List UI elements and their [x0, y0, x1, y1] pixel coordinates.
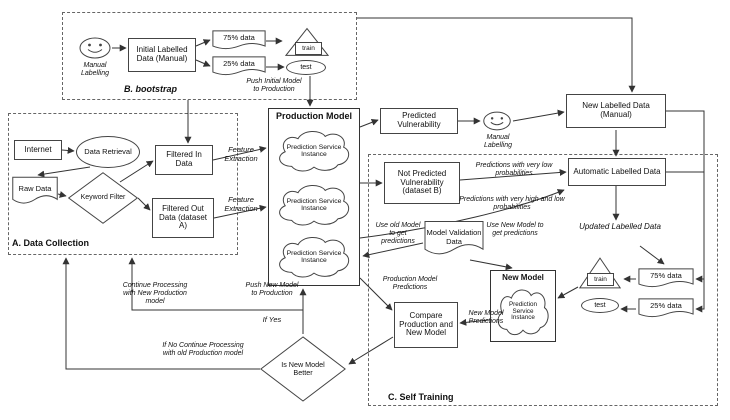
prediction-service-cloud-new: Prediction Service Instance: [494, 286, 552, 338]
manual-labelling-label-right: Manual Labelling: [483, 134, 513, 150]
is-new-model-better-decision: Is New Model Better: [260, 336, 346, 402]
train-label-bootstrap: train: [295, 42, 322, 55]
is-new-model-better-label: Is New Model Better: [281, 360, 325, 377]
test-ellipse-bootstrap: test: [286, 60, 326, 75]
section-self-training-title: C. Self Training: [388, 392, 454, 402]
predictions-high-low-label: Predictions with very high and low proba…: [459, 196, 565, 212]
predictions-low-label: Predictions with very low probabilities: [475, 162, 553, 178]
updated-labelled-data-label: Updated Labelled Data: [579, 222, 661, 231]
if-yes-label: If Yes: [262, 315, 282, 324]
new-model-title: New Model: [502, 273, 544, 282]
production-model-predictions-label: Production Model Predictions: [382, 276, 438, 292]
prediction-service-label-3: Prediction Service Instance: [286, 249, 342, 264]
raw-data-label: Raw Data: [18, 184, 52, 194]
not-predicted-vulnerability-node: Not Predicted Vulnerability (dataset B): [384, 162, 460, 204]
prediction-service-label-2: Prediction Service Instance: [286, 197, 342, 212]
arrow-labelling-to-new-labelled: [512, 109, 565, 122]
keyword-filter-label: Keyword Filter: [80, 194, 126, 202]
data-25-doc-bootstrap: 25% data: [212, 56, 266, 78]
manual-labelling-smiley-icon: [78, 36, 112, 60]
arrow-bootstrap-to-new-labelled: [357, 17, 636, 93]
feature-extraction-out-label: Feature Extraction: [224, 195, 258, 213]
feature-extraction-in-label: Feature Extraction: [224, 145, 258, 163]
train-triangle-right: train: [578, 256, 622, 290]
model-validation-data-doc: Model Validation Data: [424, 220, 484, 260]
section-bootstrap-title: B. bootstrap: [124, 84, 177, 94]
filtered-in-data-node: Filtered In Data: [155, 145, 213, 175]
push-new-model-label: Push New Model to Production: [245, 282, 299, 298]
data-retrieval-node: Data Retrieval: [76, 136, 140, 168]
initial-labelled-data-node: Initial Labelled Data (Manual): [128, 38, 196, 72]
prediction-service-cloud-3: Prediction Service Instance: [274, 234, 354, 280]
section-data-collection-title: A. Data Collection: [12, 238, 90, 248]
production-model-title: Production Model: [276, 111, 352, 121]
filtered-out-data-node: Filtered Out Data (dataset A): [152, 198, 214, 238]
if-no-continue-old-label: If No Continue Processing with old Produ…: [162, 342, 244, 358]
new-model-predictions-label: New Model Predictions: [468, 310, 504, 326]
prediction-service-label-new: Prediction Service Instance: [508, 300, 537, 322]
keyword-filter-decision: Keyword Filter: [68, 172, 138, 224]
push-initial-model-label: Push Initial Model to Production: [246, 78, 302, 94]
use-new-model-label: Use New Model to get predictions: [486, 222, 544, 238]
data-75-label-bootstrap: 75% data: [223, 33, 255, 43]
test-ellipse-right: test: [581, 298, 619, 313]
data-25-label-right: 25% data: [650, 301, 682, 311]
data-75-doc-right: 75% data: [638, 268, 694, 290]
compare-models-node: Compare Production and New Model: [394, 302, 458, 348]
use-old-model-label: Use old Model to get predictions: [375, 222, 421, 246]
model-validation-data-label: Model Validation Data: [426, 228, 482, 246]
section-bootstrap-frame: [62, 12, 357, 100]
automatic-labelled-data-node: Automatic Labelled Data: [568, 158, 666, 186]
data-25-label-bootstrap: 25% data: [223, 59, 255, 69]
section-data-collection-frame: [8, 113, 238, 255]
train-triangle-bootstrap: train: [284, 26, 330, 58]
new-labelled-data-node: New Labelled Data (Manual): [566, 94, 666, 128]
raw-data-doc: Raw Data: [12, 176, 58, 208]
train-label-right: train: [587, 273, 614, 286]
arrow-prod-to-predicted: [359, 119, 379, 128]
prediction-service-cloud-2: Prediction Service Instance: [274, 182, 354, 228]
data-75-doc-bootstrap: 75% data: [212, 30, 266, 52]
data-75-label-right: 75% data: [650, 271, 682, 281]
data-25-doc-right: 25% data: [638, 298, 694, 320]
prediction-service-cloud-1: Prediction Service Instance: [274, 128, 354, 174]
manual-labelling-smiley-icon-2: [482, 110, 512, 132]
continue-new-model-label: Continue Processing with New Production …: [122, 282, 188, 306]
predicted-vulnerability-node: Predicted Vulnerability: [380, 108, 458, 134]
manual-labelling-label-bootstrap: Manual Labelling: [80, 62, 110, 78]
internet-node: Internet: [14, 140, 62, 160]
prediction-service-label-1: Prediction Service Instance: [286, 143, 342, 158]
